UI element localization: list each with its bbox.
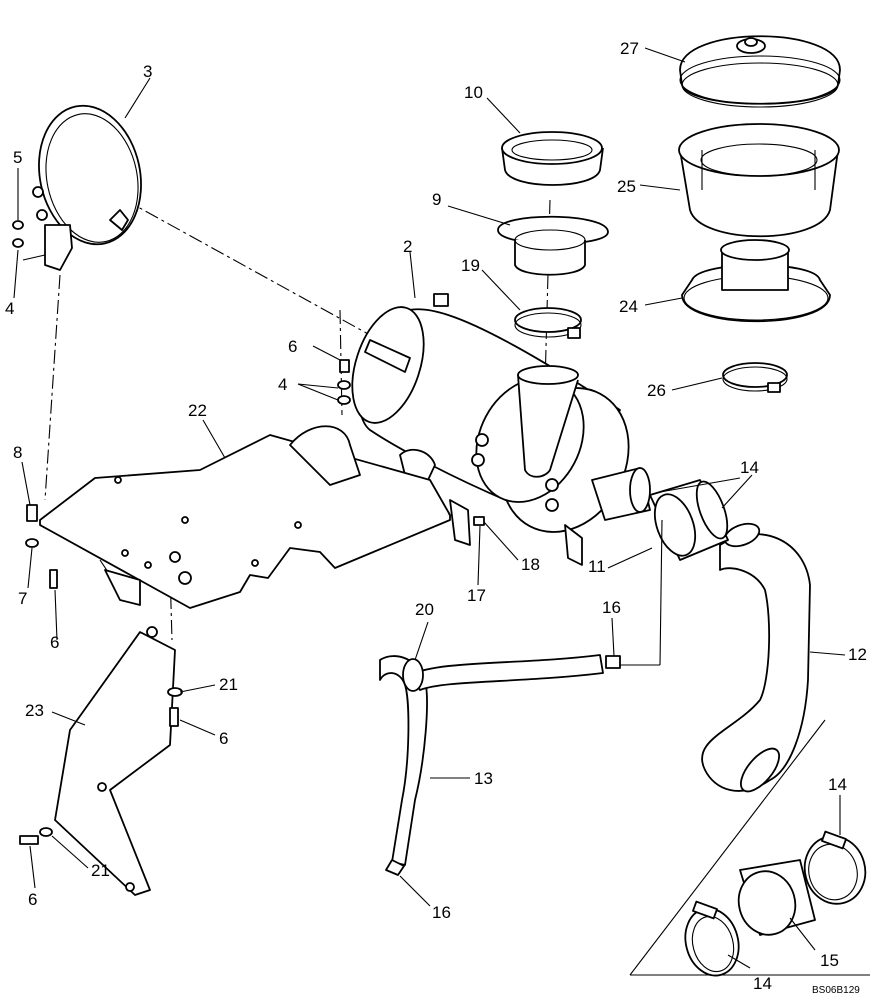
- callout-11: 11: [588, 557, 606, 576]
- callout-labels: 27 10 3 5 4 9 25 2 19 24 6 4 26 22 8 14 …: [5, 39, 867, 993]
- callout-14: 14: [828, 775, 847, 794]
- detail-view: [629, 719, 870, 977]
- parts-6-4-bolt: [337, 359, 351, 405]
- callout-21: 21: [219, 675, 238, 694]
- callout-21: 21: [91, 861, 110, 880]
- callout-23: 23: [25, 701, 44, 720]
- callout-10: 10: [464, 83, 483, 102]
- callout-24: 24: [619, 297, 638, 316]
- part-23-bracket: [54, 626, 176, 896]
- callout-6: 6: [219, 729, 228, 748]
- callout-7: 7: [18, 589, 27, 608]
- parts-8-7-fasteners: [25, 504, 58, 589]
- callout-3: 3: [143, 62, 152, 81]
- part-26-clamp: [722, 362, 788, 393]
- callout-4: 4: [5, 299, 14, 318]
- parts-21-6-fasteners: [19, 516, 485, 845]
- callout-17: 17: [467, 586, 486, 605]
- part-22-plate: [39, 425, 451, 609]
- callout-27: 27: [620, 39, 639, 58]
- callout-6: 6: [28, 890, 37, 909]
- reference-code: BS06B129: [812, 985, 860, 996]
- callout-16: 16: [432, 903, 451, 922]
- callout-5: 5: [13, 148, 22, 167]
- part-25-bowl: [678, 123, 840, 238]
- part-10-ring: [501, 131, 604, 186]
- part-24-precleaner: [681, 239, 831, 323]
- callout-22: 22: [188, 401, 207, 420]
- part-3-band: [32, 104, 142, 271]
- callout-6: 6: [288, 337, 297, 356]
- part-20-hose: [402, 654, 621, 692]
- parts-5-4-fasteners: [12, 220, 46, 261]
- callout-8: 8: [13, 443, 22, 462]
- callout-14: 14: [740, 458, 759, 477]
- callout-12: 12: [848, 645, 867, 664]
- callout-6: 6: [50, 633, 59, 652]
- leader-lines: [13, 47, 846, 969]
- callout-18: 18: [521, 555, 540, 574]
- part-2-air-cleaner: [351, 293, 651, 566]
- callout-13: 13: [474, 769, 493, 788]
- callout-19: 19: [461, 256, 480, 275]
- part-12-elbow: [701, 522, 811, 793]
- part-11-sleeve: [649, 479, 729, 561]
- callout-20: 20: [415, 600, 434, 619]
- callout-26: 26: [647, 381, 666, 400]
- callout-16: 16: [602, 598, 621, 617]
- callout-15: 15: [820, 951, 839, 970]
- part-9-adapter: [497, 215, 609, 276]
- part-19-clamp: [514, 307, 582, 339]
- callout-2: 2: [403, 237, 412, 256]
- part-27-top-cover: [679, 35, 841, 108]
- callout-9: 9: [432, 190, 441, 209]
- callout-14: 14: [753, 974, 772, 993]
- callout-25: 25: [617, 177, 636, 196]
- callout-4: 4: [278, 375, 287, 394]
